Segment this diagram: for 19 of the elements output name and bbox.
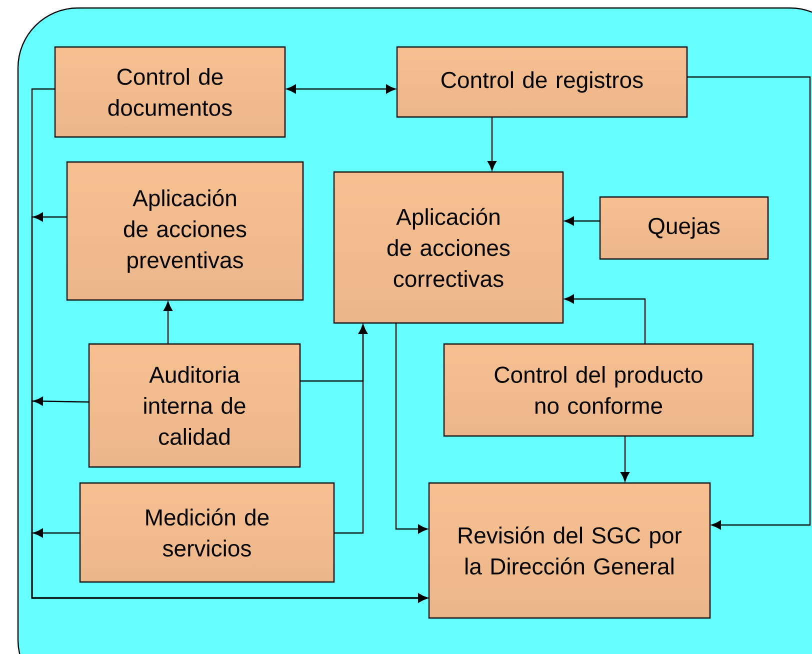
process-box: Medición de servicios xyxy=(79,482,335,583)
process-box: Control de registros xyxy=(396,46,688,118)
arrow xyxy=(286,84,396,94)
process-box: Control de documentos xyxy=(54,46,286,138)
arrow xyxy=(488,117,496,171)
process-box: Aplicación de acciones correctivas xyxy=(333,171,564,324)
arrow xyxy=(620,436,630,482)
arrow xyxy=(334,324,368,534)
process-box: Auditoria interna de calidad xyxy=(88,343,301,468)
process-box: Control del producto no conforme xyxy=(443,343,754,437)
arrow xyxy=(395,323,428,534)
process-box: Quejas xyxy=(599,196,769,260)
arrow xyxy=(564,294,646,344)
process-box: Aplicación de acciones preventivas xyxy=(66,161,304,301)
process-box: Revisión del SGC por la Dirección General xyxy=(428,482,711,619)
arrow xyxy=(31,528,428,602)
arrow xyxy=(687,76,811,530)
arrow xyxy=(564,216,600,226)
arrow xyxy=(164,301,172,344)
